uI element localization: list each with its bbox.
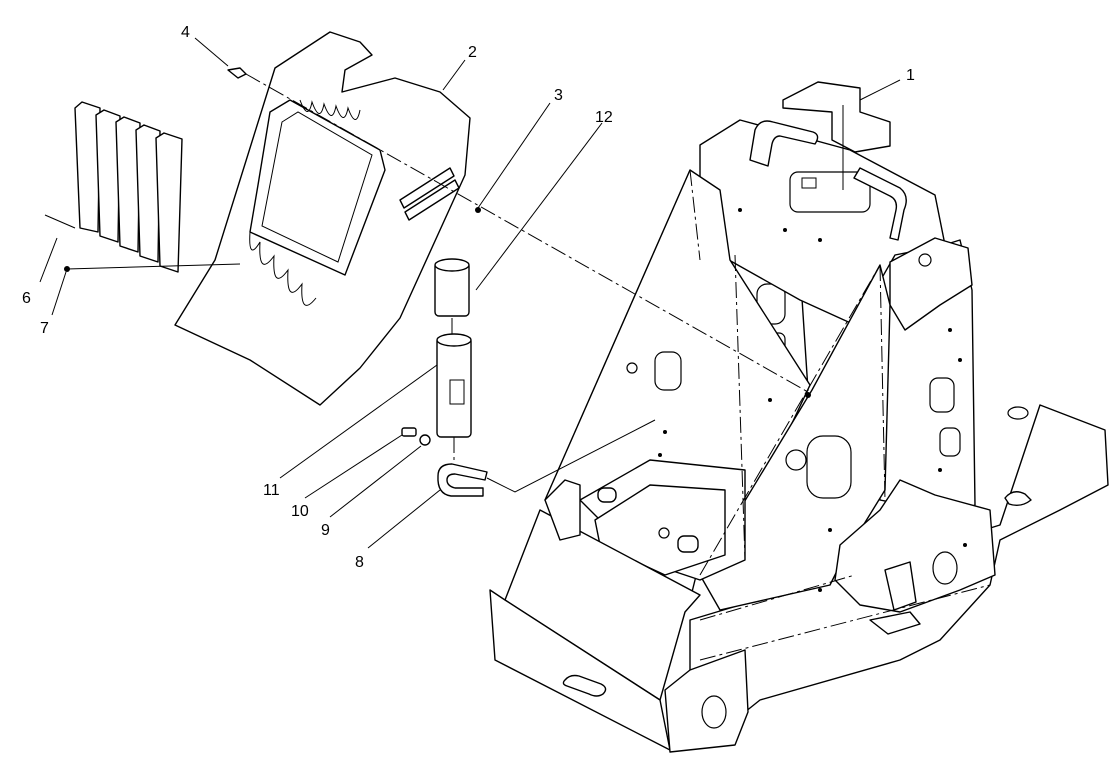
right-wall-window-2	[939, 427, 961, 457]
left-side-hole	[626, 362, 638, 374]
callout-6: 6	[22, 290, 31, 307]
base-hole	[1007, 406, 1029, 420]
left-side-window	[654, 351, 682, 391]
part-1-cover-plate	[782, 81, 891, 190]
assembly-lines	[66, 73, 991, 661]
shoulder-hole	[918, 253, 932, 267]
upright-post	[544, 479, 581, 541]
leader-lines	[39, 37, 901, 549]
frame-lower-right-box	[834, 479, 996, 613]
frame-shoulder-plate	[889, 237, 973, 331]
top-slot	[789, 171, 871, 213]
part-9-washer	[419, 434, 431, 446]
deck-cylinder-1	[597, 487, 617, 503]
callout-10: 10	[291, 503, 309, 520]
top-slot-inner	[801, 177, 817, 189]
part-3-screw	[475, 207, 481, 213]
callout-9: 9	[321, 522, 330, 539]
lower-bracket-hole	[701, 695, 727, 729]
callout-4: 4	[181, 24, 190, 41]
part-4-fastener	[227, 67, 247, 79]
handle-arm	[853, 167, 907, 241]
callout-8: 8	[355, 554, 364, 571]
lower-box-foot	[869, 611, 921, 635]
handle-tube	[749, 120, 819, 167]
deck-cylinder-2	[677, 535, 699, 553]
main-frame	[489, 119, 1109, 753]
part-10-bolt	[401, 427, 417, 437]
part-2-console-housing	[174, 31, 471, 406]
center-hole	[785, 449, 807, 471]
deck-hole	[658, 527, 670, 539]
lower-box-bracket	[884, 561, 917, 611]
lower-box-hole	[932, 551, 958, 585]
callout-12: 12	[595, 109, 613, 126]
console-window	[249, 99, 386, 276]
callout-2: 2	[468, 44, 477, 61]
callout-11: 11	[263, 482, 280, 499]
part-8-bracket	[437, 463, 488, 497]
part-6-louver-grille	[44, 101, 183, 273]
part-11-cylinder	[436, 333, 472, 438]
callout-1: 1	[906, 67, 915, 84]
callout-labels: 1 2 3 4 6 7 8 9 10 11 12	[22, 24, 915, 571]
callout-7: 7	[40, 320, 49, 337]
base-slot	[1004, 491, 1032, 507]
center-window	[806, 435, 852, 499]
part-12-sleeve	[434, 258, 470, 317]
front-bumper-face	[489, 589, 671, 751]
console-vent	[399, 167, 455, 209]
right-wall-window-1	[929, 377, 955, 413]
callout-3: 3	[554, 87, 563, 104]
bumper-slot	[562, 674, 607, 697]
